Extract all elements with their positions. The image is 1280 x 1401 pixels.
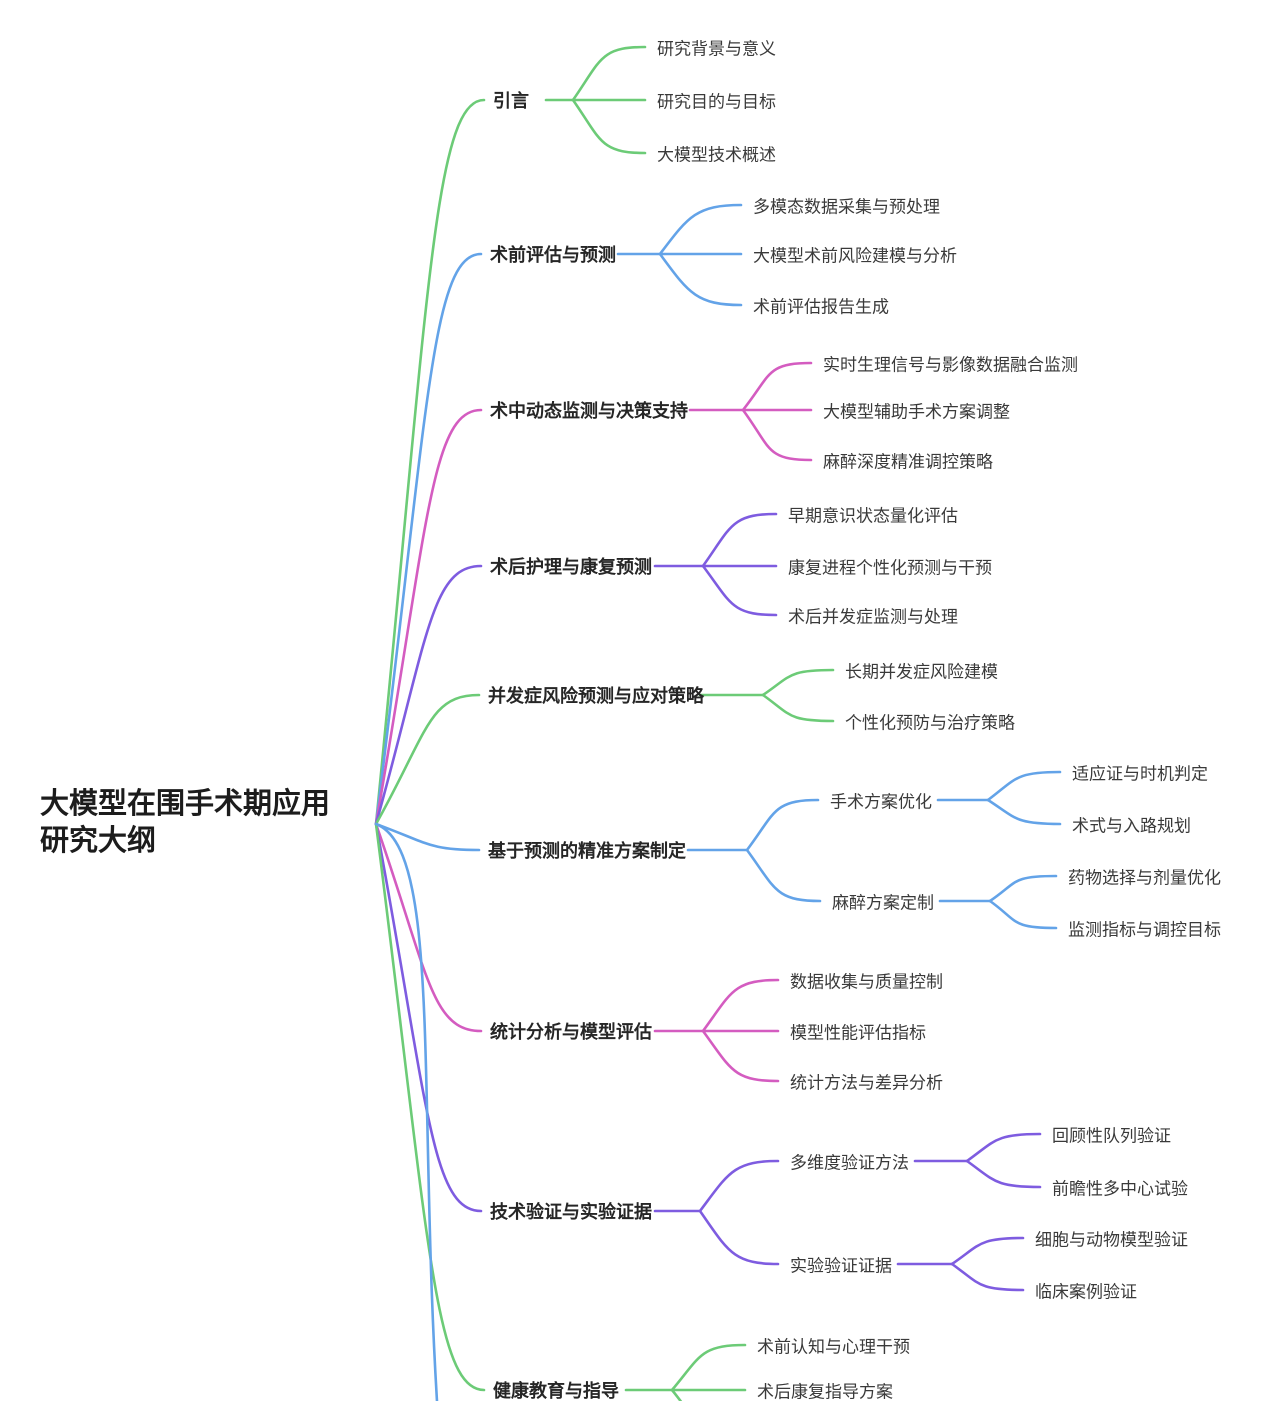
child-edge <box>670 1343 747 1392</box>
child-node[interactable]: 研究目的与目标 <box>657 92 776 112</box>
leaf-edge <box>986 770 1062 802</box>
child-edge <box>761 668 835 697</box>
leaf-node[interactable]: 临床案例验证 <box>1035 1282 1137 1302</box>
branch-node-education[interactable]: 健康教育与指导 <box>493 1381 619 1401</box>
trunk-edge-intro <box>374 98 486 826</box>
child-node[interactable]: 术前评估报告生成 <box>753 297 889 317</box>
child-edge <box>698 1159 780 1213</box>
child-edge-offscreen <box>670 1388 683 1401</box>
leaf-node[interactable]: 术式与入路规划 <box>1072 816 1191 836</box>
child-node[interactable]: 实时生理信号与影像数据融合监测 <box>823 355 1078 375</box>
branch-node-complication[interactable]: 并发症风险预测与应对策略 <box>488 686 704 706</box>
child-node[interactable]: 研究背景与意义 <box>657 39 776 59</box>
leaf-edge <box>965 1132 1042 1163</box>
child-node[interactable]: 术后并发症监测与处理 <box>788 607 958 627</box>
branch-node-intro[interactable]: 引言 <box>493 91 529 111</box>
leaf-node[interactable]: 回顾性队列验证 <box>1052 1126 1171 1146</box>
child-edge <box>701 1029 780 1083</box>
branch-node-preop[interactable]: 术前评估与预测 <box>490 245 616 265</box>
child-edge <box>741 361 813 412</box>
trunk-edge-complication <box>374 693 481 826</box>
child-edge <box>571 98 647 155</box>
child-edge <box>745 798 820 852</box>
branch-node-intraop[interactable]: 术中动态监测与决策支持 <box>490 401 688 421</box>
leaf-edge <box>965 1159 1042 1189</box>
child-node[interactable]: 实验验证证据 <box>790 1256 892 1276</box>
trunk-edge-postop <box>374 564 483 826</box>
trunk-edge-stats <box>374 822 483 1033</box>
child-node[interactable]: 统计方法与差异分析 <box>790 1073 943 1093</box>
child-node[interactable]: 手术方案优化 <box>830 792 932 812</box>
branch-node-validation[interactable]: 技术验证与实验证据 <box>490 1202 652 1222</box>
trunk-edge-plan <box>374 822 481 852</box>
leaf-edge <box>950 1236 1025 1266</box>
leaf-node[interactable]: 细胞与动物模型验证 <box>1035 1230 1188 1250</box>
branch-node-postop[interactable]: 术后护理与康复预测 <box>490 557 652 577</box>
trunk-edge-preop <box>374 252 483 826</box>
child-node[interactable]: 数据收集与质量控制 <box>790 972 943 992</box>
leaf-edge <box>986 798 1062 826</box>
child-node[interactable]: 长期并发症风险建模 <box>845 662 998 682</box>
trunk-edge-validation <box>374 822 483 1213</box>
child-node[interactable]: 麻醉深度精准调控策略 <box>823 452 993 472</box>
child-node[interactable]: 大模型术前风险建模与分析 <box>753 246 957 266</box>
leaf-edge <box>988 874 1058 903</box>
child-edge <box>658 252 743 307</box>
leaf-node[interactable]: 前瞻性多中心试验 <box>1052 1179 1188 1199</box>
child-edge <box>761 693 835 723</box>
child-node[interactable]: 术后康复指导方案 <box>757 1382 893 1401</box>
child-node[interactable]: 早期意识状态量化评估 <box>788 506 958 526</box>
child-edge <box>745 848 822 903</box>
child-edge <box>701 512 778 568</box>
child-edge <box>698 1209 780 1266</box>
branch-node-stats[interactable]: 统计分析与模型评估 <box>490 1022 652 1042</box>
branch-node-plan[interactable]: 基于预测的精准方案制定 <box>488 841 686 861</box>
root-node[interactable]: 大模型在围手术期应用 研究大纲 <box>40 788 331 857</box>
child-node[interactable]: 术前认知与心理干预 <box>757 1337 910 1357</box>
child-edge <box>658 203 743 256</box>
child-edge <box>701 978 780 1033</box>
leaf-node[interactable]: 药物选择与剂量优化 <box>1068 868 1221 888</box>
child-node[interactable]: 模型性能评估指标 <box>790 1023 926 1043</box>
child-node[interactable]: 康复进程个性化预测与干预 <box>788 558 992 578</box>
child-node[interactable]: 多模态数据采集与预处理 <box>753 197 940 217</box>
trunk-edge-offscreen <box>374 822 439 1401</box>
leaf-node[interactable]: 监测指标与调控目标 <box>1068 920 1221 940</box>
child-edge <box>571 45 647 102</box>
child-node[interactable]: 大模型辅助手术方案调整 <box>823 402 1010 422</box>
child-node[interactable]: 个性化预防与治疗策略 <box>845 713 1015 733</box>
child-edge <box>701 564 778 617</box>
child-node[interactable]: 大模型技术概述 <box>657 145 776 165</box>
leaf-node[interactable]: 适应证与时机判定 <box>1072 764 1208 784</box>
child-node[interactable]: 多维度验证方法 <box>790 1153 909 1173</box>
child-node[interactable]: 麻醉方案定制 <box>832 893 934 913</box>
leaf-edge <box>988 899 1058 930</box>
trunk-edge-intraop <box>374 408 483 826</box>
child-edge <box>741 408 813 462</box>
leaf-edge <box>950 1262 1025 1292</box>
